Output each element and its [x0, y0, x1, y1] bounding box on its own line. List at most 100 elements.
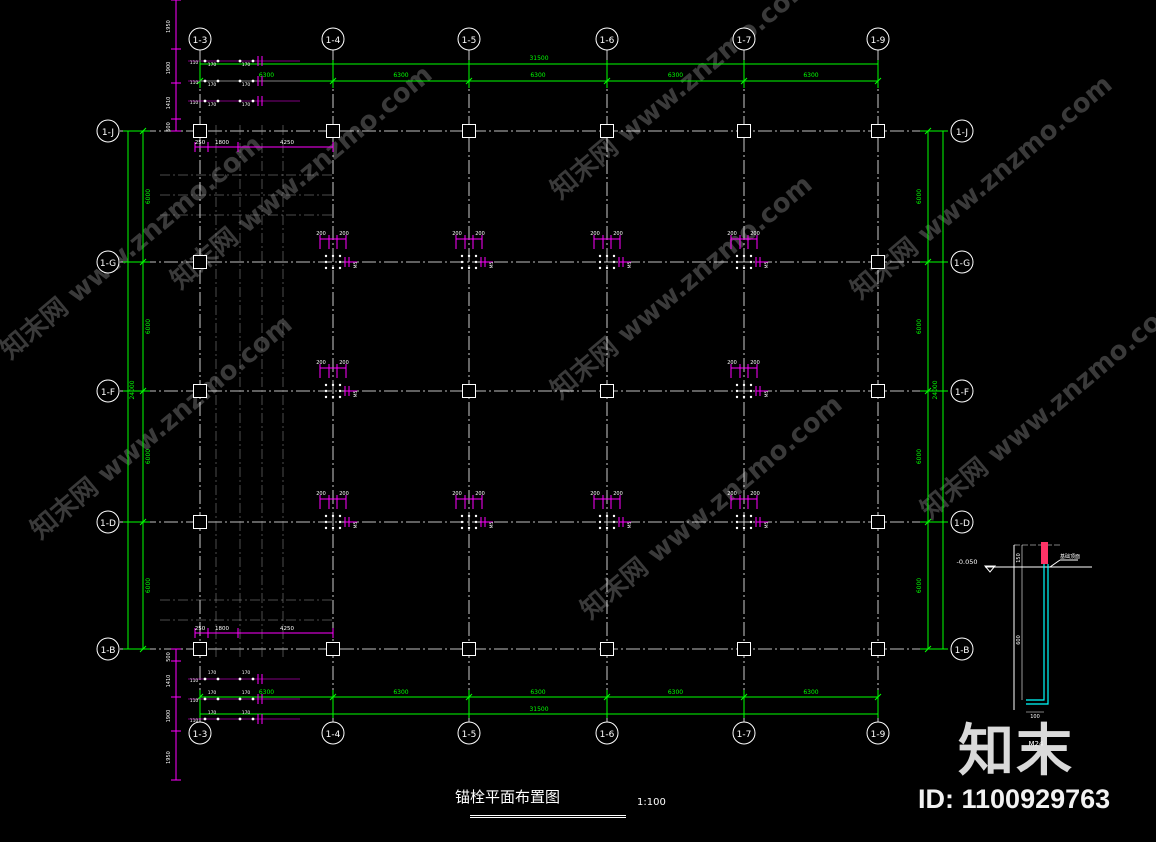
column-base: [462, 124, 476, 138]
column-base: [193, 515, 207, 529]
anchor-bolt: [612, 266, 616, 270]
dim-tick: [603, 77, 611, 85]
corner-top-anchor-bolt: [203, 99, 207, 103]
anchor-bolt: [598, 514, 602, 518]
anchor-bolt: [735, 266, 739, 270]
corner-bottom-anchor-bolt: [203, 717, 207, 721]
corner-top-anchor-bolt: [216, 99, 220, 103]
bolt-group-tag: M5: [353, 521, 359, 528]
anchor-bolt: [749, 395, 753, 399]
bolt-group-tag: M5: [627, 261, 633, 268]
corner-top-bolt-dim-small: 170: [242, 82, 251, 88]
bolt-group-dim-right: 200: [339, 491, 349, 497]
anchor-bolt: [467, 254, 471, 258]
anchor-bolt: [474, 526, 478, 530]
axis-bubble-top-1-3-label: 1-3: [193, 36, 208, 46]
axis-bubble-left-1-G-label: 1-G: [100, 259, 116, 269]
anchor-bolt: [467, 514, 471, 518]
watermark-logo: 知末: [958, 719, 1074, 784]
bolt-group-dim-right: 200: [339, 231, 349, 237]
anchor-bolt: [474, 254, 478, 258]
axis-bubble-right-1-J-label: 1-J: [956, 128, 968, 138]
axis-bubble-left-1-F-label: 1-F: [101, 388, 115, 398]
anchor-bolt: [460, 526, 464, 530]
axis-bubble-right-1-B-label: 1-B: [955, 646, 970, 656]
anchor-bolt: [338, 395, 342, 399]
axis-bubble-bottom-1-4-circle: [321, 721, 345, 745]
dim-tick: [139, 387, 147, 395]
anchor-bolt: [324, 266, 328, 270]
anchor-bolt: [338, 514, 342, 518]
dim-tick: [465, 693, 473, 701]
dim-tick: [139, 258, 147, 266]
dim-text-bay-top: 6300: [803, 72, 818, 79]
dim-tick: [924, 645, 932, 653]
column-base: [193, 384, 207, 398]
corner-top-bolt-dim-small: 170: [208, 82, 217, 88]
bolt-group-dim-right: 200: [613, 491, 623, 497]
axis-bubble-top-1-7-circle: [732, 27, 756, 51]
anchor-bolt: [735, 526, 739, 530]
bolt-group-dim-right: 200: [750, 491, 760, 497]
anchor-bolt: [324, 520, 328, 524]
bolt-group-tag: M5: [353, 261, 359, 268]
bolt-group-dim-left: 200: [316, 231, 326, 237]
corner-top-anchor-bolt: [238, 59, 242, 63]
corner-bottom-anchor-bolt: [238, 697, 242, 701]
corner-top-anchor-bolt: [251, 99, 255, 103]
column-base: [871, 515, 885, 529]
corner-bottom-vdim-b: 1950: [166, 751, 172, 764]
corner-bottom-bolt-dim-small: 170: [242, 670, 251, 676]
watermark-site-text: 知末网 www.znzmo.com: [25, 309, 298, 545]
corner-bottom-dim-to-axis: 4250: [280, 626, 294, 632]
dim-text-bay-bottom: 6300: [530, 689, 545, 696]
anchor-bolt: [331, 254, 335, 258]
column-base: [462, 642, 476, 656]
dim-tick: [465, 77, 473, 85]
column-base: [193, 642, 207, 656]
corner-top-anchor-bolt: [238, 79, 242, 83]
anchor-bolt: [749, 266, 753, 270]
anchor-bolt: [749, 514, 753, 518]
anchor-bolt: [605, 526, 609, 530]
watermark-site-text: 知末网 www.znzmo.com: [575, 389, 848, 625]
anchor-bolt: [612, 514, 616, 518]
bolt-group-tag: M5: [489, 521, 495, 528]
dim-text-overall-top: 31500: [529, 55, 548, 62]
dim-text-bay-left: 6000: [145, 578, 152, 593]
anchor-bolt: [460, 520, 464, 524]
axis-bubble-left-1-F-circle: [96, 379, 120, 403]
corner-top-anchor-bolt: [251, 59, 255, 63]
corner-top-bolt-dim-small: 170: [242, 102, 251, 108]
column-base: [600, 384, 614, 398]
column-base: [737, 124, 751, 138]
anchor-bolt: [598, 526, 602, 530]
axis-bubble-right-1-J-circle: [950, 119, 974, 143]
column-base: [871, 255, 885, 269]
axis-bubble-left-1-J-label: 1-J: [102, 128, 114, 138]
anchor-bolt: [735, 254, 739, 258]
axis-bubble-bottom-1-9-circle: [866, 721, 890, 745]
bolt-group-dim-left: 200: [590, 491, 600, 497]
corner-bottom-anchor-bolt: [238, 677, 242, 681]
corner-bottom-anchor-bolt: [238, 717, 242, 721]
corner-top-anchor-bolt: [203, 79, 207, 83]
dim-text-bay-left: 6000: [145, 189, 152, 204]
dim-text-overall-right: 24000: [932, 380, 939, 399]
axis-bubble-top-1-3-circle: [188, 27, 212, 51]
anchor-bolt: [742, 266, 746, 270]
bolt-group-tag: M5: [764, 521, 770, 528]
axis-bubble-top-1-9-label: 1-9: [871, 36, 886, 46]
dim-tick: [924, 518, 932, 526]
anchor-bolt: [338, 260, 342, 264]
anchor-bolt: [324, 383, 328, 387]
anchor-bolt: [331, 266, 335, 270]
anchor-bolt: [324, 514, 328, 518]
corner-bottom-anchor-bolt: [203, 697, 207, 701]
axis-bubble-bottom-1-3-label: 1-3: [193, 730, 208, 740]
anchor-bolt: [338, 526, 342, 530]
corner-top-bolt-dim-small: 170: [208, 62, 217, 68]
anchor-bolt: [460, 254, 464, 258]
corner-top-bolt-dim-offset: 110: [190, 100, 199, 106]
